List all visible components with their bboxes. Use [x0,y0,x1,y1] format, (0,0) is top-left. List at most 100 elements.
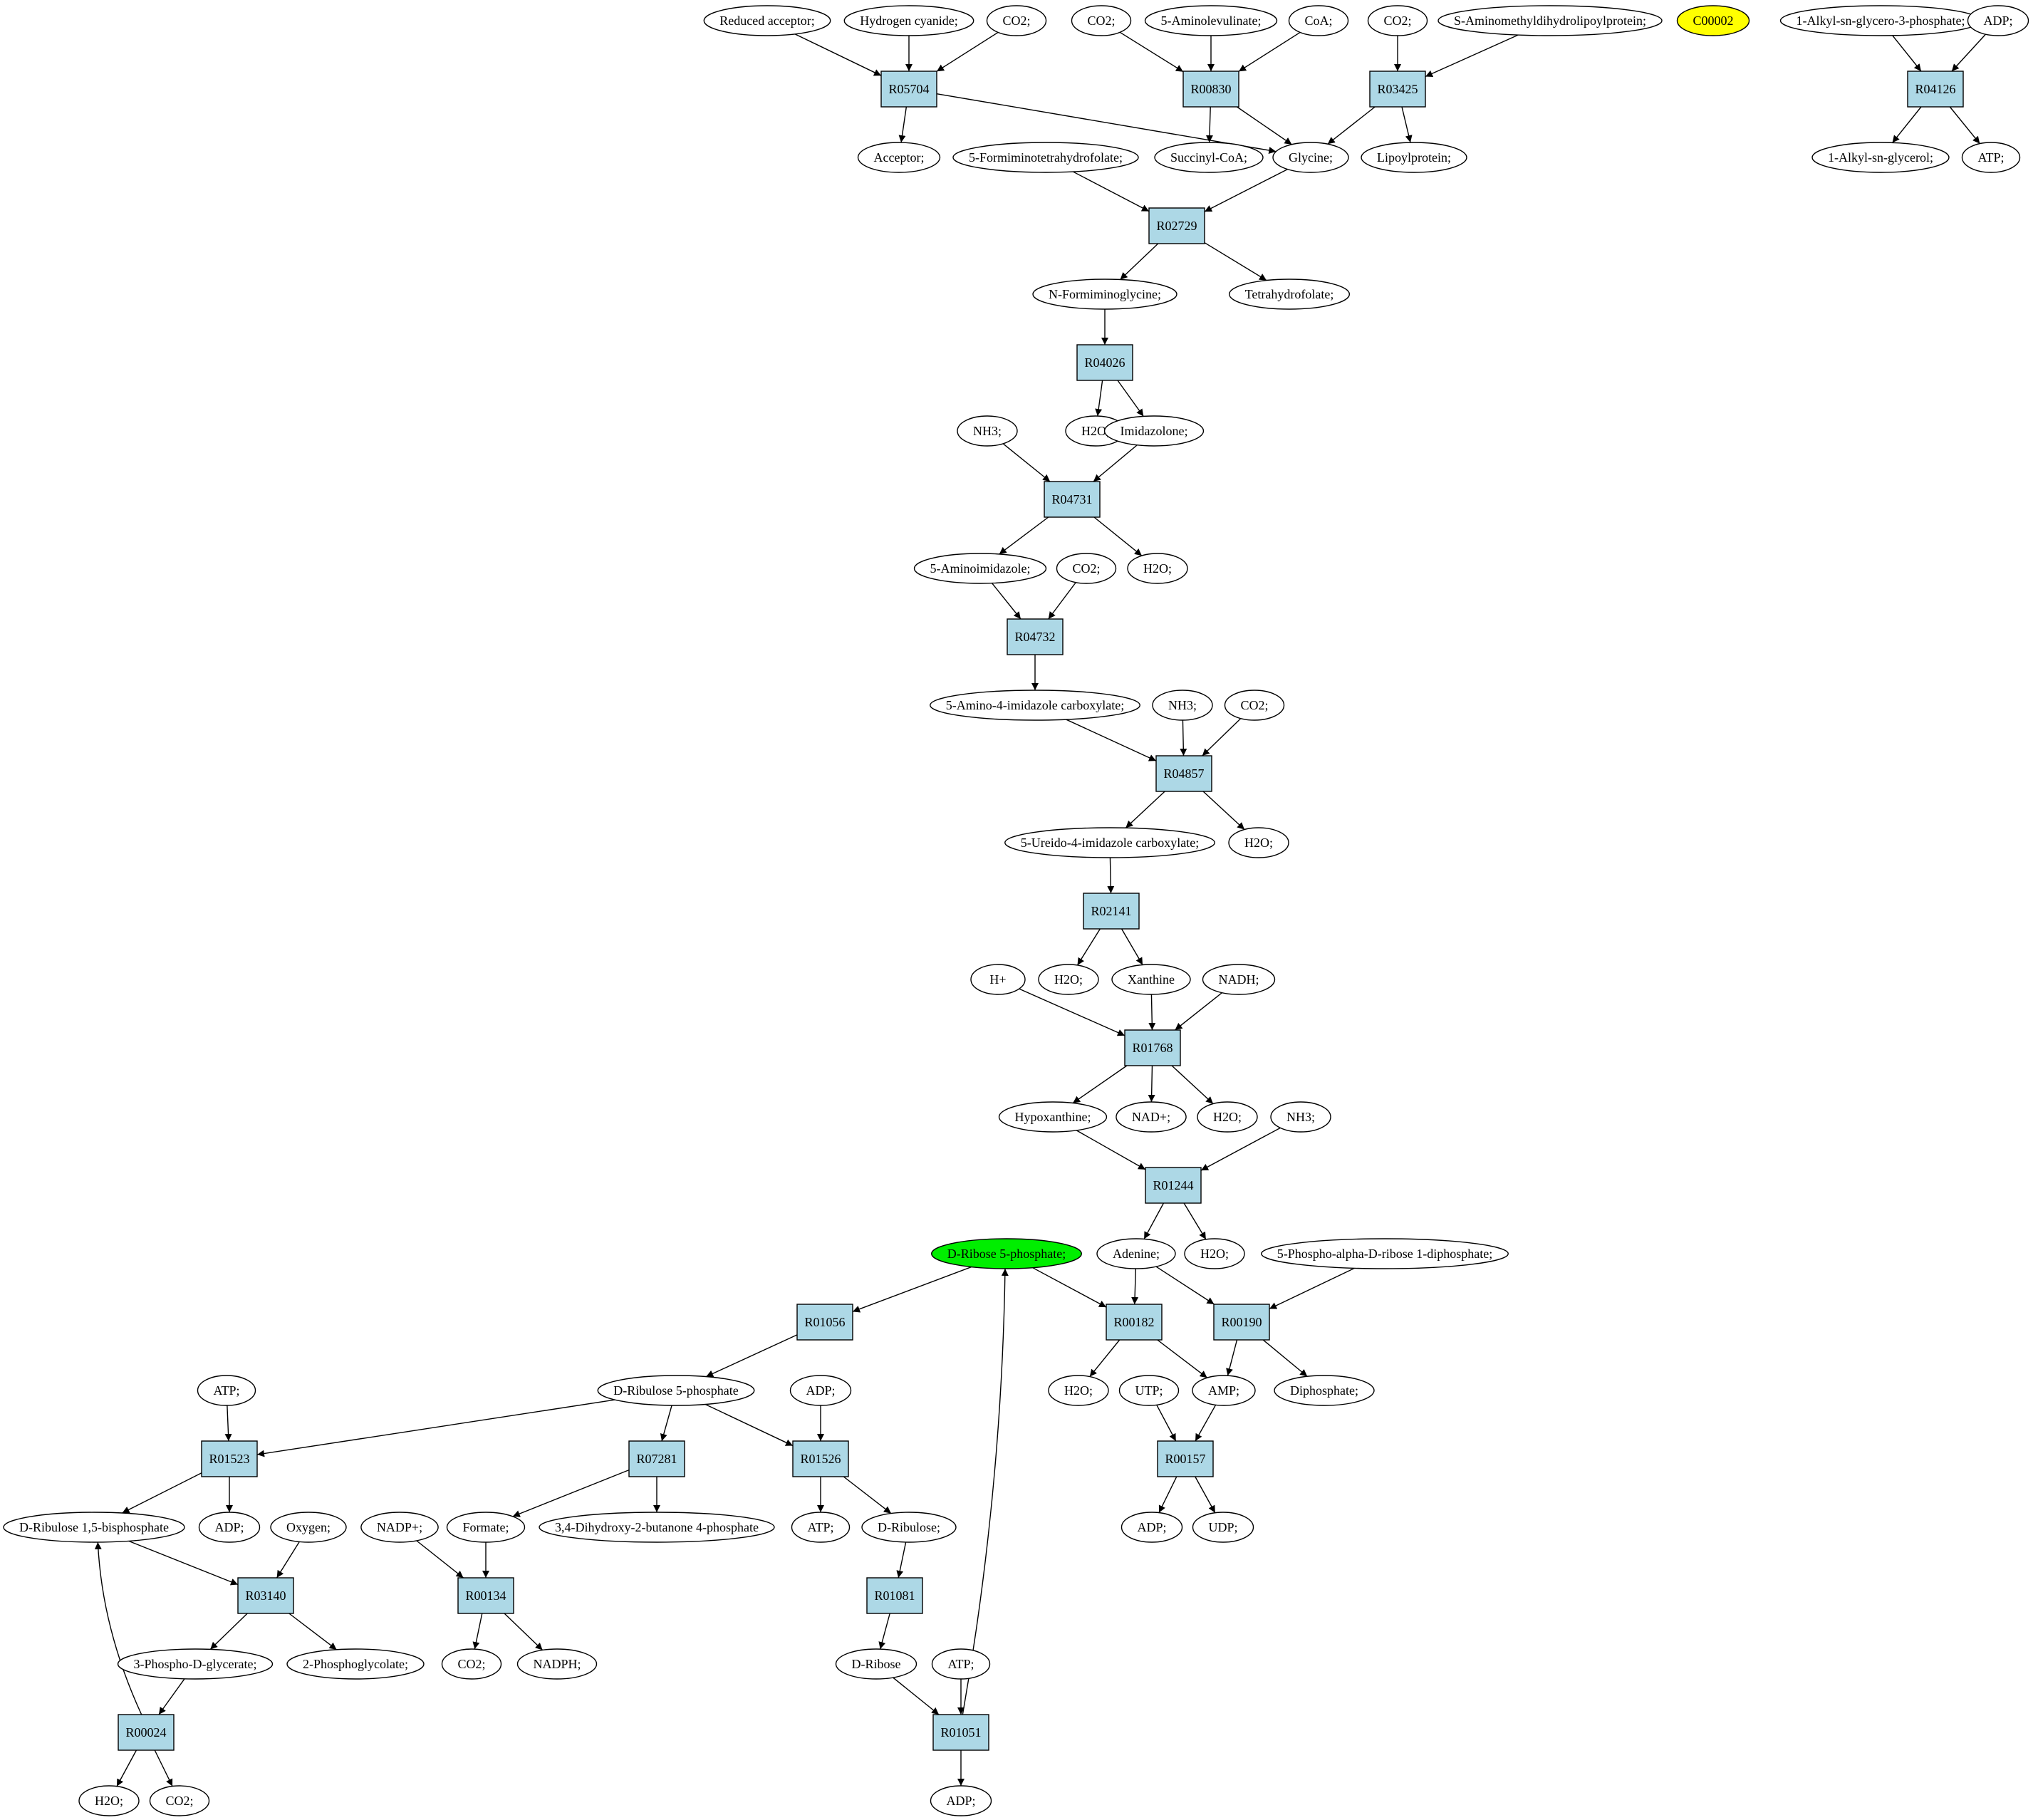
node-label: AMP; [1208,1383,1239,1398]
edge-r5p-to-R00182 [1032,1267,1107,1308]
edge-r5p-to-R01056 [852,1266,972,1313]
compound-node-nh3c: NH3; [1270,1101,1331,1133]
node-label: R00134 [465,1588,506,1603]
compound-ellipse [1118,1375,1180,1406]
edge-R02141-to-xan [1121,928,1143,965]
edge-R00190-to-dip [1262,1339,1308,1377]
reaction-box [1369,71,1426,108]
compound-node-atp3: ATP; [931,1648,991,1680]
node-label: H2O; [1143,561,1172,576]
edge-prpp-to-R00190 [1269,1267,1355,1310]
reaction-node-R02141: R02141 [1083,893,1140,930]
node-label: R01244 [1153,1178,1193,1192]
edge-R04126-to-atp0 [1949,106,1980,145]
node-label: 1-Alkyl-sn-glycero-3-phosphate; [1797,14,1965,28]
edge-xan-to-R01768 [1148,994,1156,1031]
node-label: 2-Phosphoglycolate; [303,1657,408,1671]
node-label: ADP; [806,1383,835,1398]
edge-R04126-to-asg [1892,106,1922,143]
compound-ellipse [1676,5,1750,36]
reaction-box [628,1440,685,1477]
compound-ellipse [1154,142,1264,173]
compound-ellipse [998,1101,1108,1133]
reaction-box [201,1440,258,1477]
node-label: R01051 [940,1725,981,1740]
edge-R00182-to-h2og [1089,1339,1121,1377]
compound-ellipse [1811,142,1950,173]
edge-R04731-to-h2ob [1093,516,1143,556]
compound-ellipse [1437,5,1663,36]
node-label: D-Ribose 5-phosphate; [947,1247,1066,1261]
compound-ellipse [1004,827,1215,858]
node-label: D-Ribulose; [878,1520,940,1534]
node-label: CoA; [1304,14,1332,28]
compound-ellipse [1152,690,1213,721]
node-label: D-Ribose [852,1657,901,1671]
compound-node-thf: Tetrahydrofolate; [1228,279,1351,310]
compound-ellipse [957,415,1018,447]
edge-R00134-to-nadph [504,1613,544,1650]
compound-node-nh3b: NH3; [1152,690,1213,721]
compound-node-oxy: Oxygen; [270,1512,347,1543]
compound-ellipse [861,1512,957,1543]
node-label: NADPH; [533,1657,581,1671]
compound-ellipse [970,964,1026,995]
node-label: NH3; [973,424,1002,438]
compound-ellipse [1103,415,1205,447]
reaction-box [1145,1167,1202,1204]
compound-node-drib: D-Ribose [835,1648,917,1680]
edge-R02141-to-h2od [1076,928,1101,966]
node-label: CO2; [1240,698,1268,712]
compound-ellipse [1228,827,1289,858]
reaction-node-R01523: R01523 [201,1440,258,1477]
node-label: Acceptor; [874,150,925,165]
compound-node-aim: 5-Aminoimidazole; [913,553,1047,584]
compound-node-adp3: ADP; [1121,1512,1183,1543]
compound-node-coa: CoA; [1288,5,1349,36]
compound-ellipse [1961,142,2021,173]
compound-ellipse [1270,1101,1331,1133]
node-label: CO2; [1072,561,1100,576]
compound-node-dip: Diphosphate; [1274,1375,1375,1406]
edge-R03140-to-pgl2 [288,1613,337,1650]
compound-node-ra: Reduced acceptor; [703,5,831,36]
compound-ellipse [270,1512,347,1543]
reaction-node-R00190: R00190 [1213,1304,1270,1341]
node-label: R07281 [636,1452,677,1466]
compound-node-amp: AMP; [1192,1375,1256,1406]
compound-ellipse [1272,142,1349,173]
node-label: S-Aminomethyldihydrolipoylprotein; [1454,14,1646,28]
node-label: CO2; [165,1794,193,1808]
node-label: ATP; [947,1657,974,1671]
reaction-box [932,1714,989,1751]
edge-R05704-to-acc [898,106,908,143]
compound-ellipse [1367,5,1428,36]
compound-node-atp1: ATP; [197,1375,256,1406]
node-label: R04732 [1014,630,1055,644]
compound-ellipse [78,1785,140,1816]
edge-adp0-to-R04126 [1951,33,1986,72]
edge-oxy-to-R03140 [276,1541,300,1579]
edge-nh3b-to-R04857 [1180,719,1187,756]
edge-R01768-to-hyx [1072,1065,1128,1104]
node-label: R00190 [1221,1315,1262,1329]
node-label: Adenine; [1113,1247,1160,1261]
nodes-layer: Reduced acceptor;Hydrogen cyanide;CO2;CO… [3,5,2029,1816]
edge-nh3a-to-R04731 [1002,443,1051,482]
compound-node-co2e: CO2; [1224,690,1285,721]
edge-R04857-to-h2oc [1202,791,1245,831]
edge-amdl-to-R03425 [1425,34,1519,78]
edge-rul5p-to-R01523 [256,1399,615,1457]
compound-ellipse [1192,1512,1254,1543]
compound-node-adp1: ADP; [789,1375,852,1406]
reaction-node-R01081: R01081 [866,1577,923,1614]
compound-node-atp2: ATP; [791,1512,851,1543]
reaction-box [1148,207,1205,244]
node-label: R03140 [245,1588,286,1603]
compound-node-pga3: 3-Phospho-D-glycerate; [117,1648,274,1680]
edge-R00157-to-adp3 [1158,1476,1177,1513]
edge-R00024-to-rubp [94,1541,142,1715]
compound-ellipse [198,1512,261,1543]
compound-node-xan: Xanthine [1111,964,1191,995]
compound-ellipse [703,5,831,36]
